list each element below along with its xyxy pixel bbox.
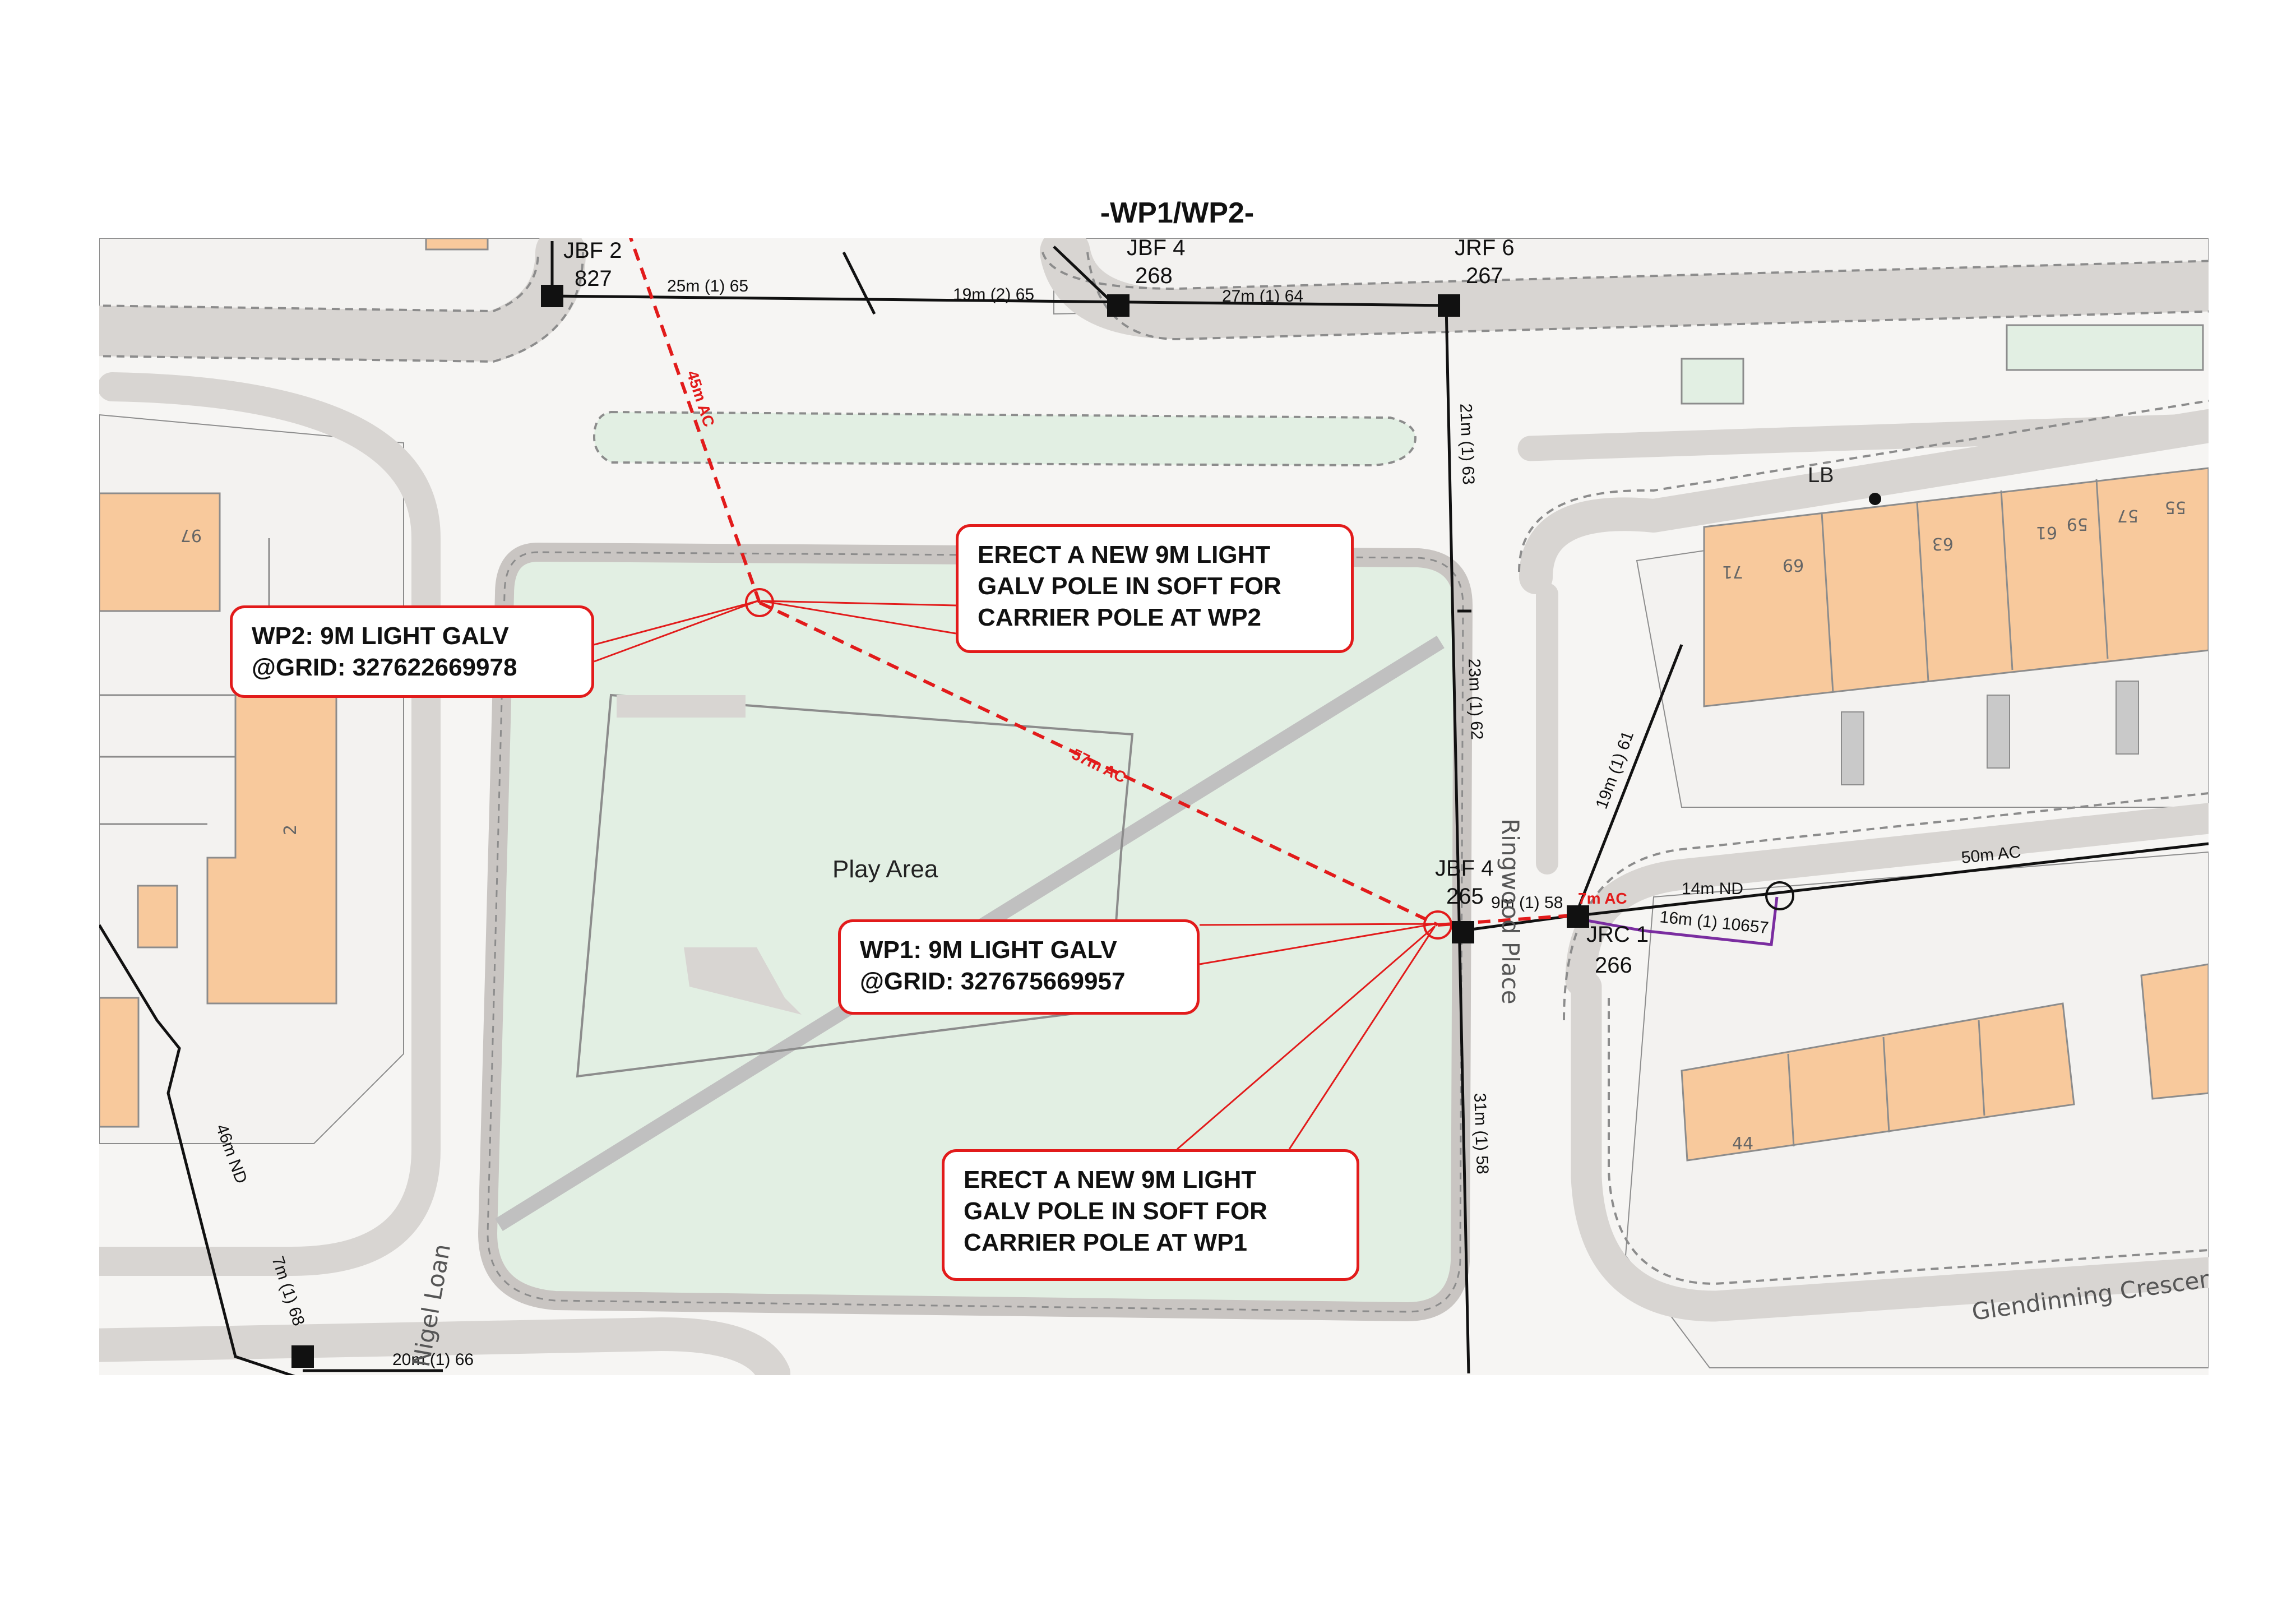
callout-line: @GRID: 327622669978 — [252, 654, 517, 681]
callout-wp1-label: WP1: 9M LIGHT GALV @GRID: 327675669957 — [838, 919, 1200, 1015]
existing-network — [99, 241, 2209, 1375]
callout-line: GALV POLE IN SOFT FOR — [978, 572, 1281, 600]
wp1-proposed-pole-icon[interactable] — [1423, 910, 1452, 940]
house-number: 61 — [2036, 522, 2057, 542]
house-number: 55 — [2165, 497, 2186, 517]
callout-line: ERECT A NEW 9M LIGHT — [964, 1166, 1257, 1193]
pole-label-jbf4-top-number: 268 — [1135, 263, 1173, 288]
proposed-span-label: 7m AC — [1578, 890, 1627, 907]
buildings — [99, 238, 2209, 1162]
wp2-proposed-pole-icon[interactable] — [745, 588, 774, 617]
pole-label-jbf4-wp1-number: 265 — [1446, 884, 1484, 909]
street-ringwood-place: Ringwood Place — [1497, 818, 1524, 1005]
house-number: 71 — [1722, 562, 1743, 581]
play-area-feature — [684, 947, 802, 1015]
pole-jrc1-icon — [1567, 905, 1589, 928]
callout-line: WP1: 9M LIGHT GALV — [860, 936, 1117, 964]
pole-jbf2-icon — [541, 285, 563, 307]
pole-label-jbf2-number: 827 — [575, 266, 612, 291]
play-area-bench — [617, 695, 746, 718]
green-strip — [592, 410, 1417, 467]
lb-label: LB — [1808, 464, 1834, 487]
building-dividers — [99, 479, 2109, 1147]
callout-wp2-label: WP2: 9M LIGHT GALV @GRID: 327622669978 — [230, 605, 594, 698]
callout-line: @GRID: 327675669957 — [860, 968, 1126, 995]
span-label: 31m (1) 58 — [1470, 1093, 1492, 1174]
service-line — [1580, 896, 1779, 946]
play-area-label: Play Area — [832, 855, 938, 883]
pole-label-jrf6-number: 267 — [1466, 263, 1503, 288]
span-label: 23m (1) 62 — [1465, 658, 1486, 740]
span-label: 14m ND — [1682, 880, 1743, 898]
park-edge-dashes — [487, 551, 1464, 1313]
callout-line: ERECT A NEW 9M LIGHT — [978, 541, 1271, 568]
span-label: 21m (1) 63 — [1456, 403, 1478, 485]
house-number: 2 — [281, 825, 300, 835]
pole-label-jrc1-name: JRC 1 — [1586, 922, 1649, 947]
house-number: 63 — [1932, 534, 1954, 553]
span-label: 9m (1) 58 — [1491, 894, 1563, 912]
pole-label-jbf2-name: JBF 2 — [563, 238, 622, 263]
callout-line: CARRIER POLE AT WP2 — [978, 604, 1262, 631]
existing-poles — [291, 285, 1589, 1368]
house-number: 57 — [2117, 506, 2138, 525]
span-label: 20m (1) 66 — [392, 1350, 474, 1369]
driveways — [1841, 681, 2139, 785]
house-number: 44 — [1732, 1134, 1753, 1154]
callout-line: GALV POLE IN SOFT FOR — [964, 1197, 1267, 1225]
house-number: 59 — [2067, 514, 2088, 534]
pole-jbf4-top-icon — [1107, 294, 1130, 317]
callout-line: CARRIER POLE AT WP1 — [964, 1229, 1248, 1256]
pole-label-jbf4-top-name: JBF 4 — [1127, 235, 1185, 260]
house-number: 69 — [1783, 557, 1804, 576]
span-label: 25m (1) 65 — [667, 277, 748, 295]
pole-jrf6-icon — [1438, 294, 1460, 317]
existing-pole-ring-icon — [1765, 881, 1794, 910]
pole-jbf4-wp1-icon — [1452, 921, 1474, 943]
pole-label-jbf4-wp1-name: JBF 4 — [1435, 856, 1493, 881]
lb-marker-icon — [1869, 493, 1881, 505]
pole-label-jrc1-number: 266 — [1595, 953, 1632, 978]
callout-wp1-instruction: ERECT A NEW 9M LIGHT GALV POLE IN SOFT F… — [942, 1149, 1359, 1281]
span-label: 19m (2) 65 — [953, 285, 1034, 304]
house-number: 97 — [180, 525, 202, 545]
callout-wp2-instruction: ERECT A NEW 9M LIGHT GALV POLE IN SOFT F… — [956, 524, 1354, 653]
leader-lines — [594, 600, 1436, 1150]
road-edges — [99, 252, 2209, 1285]
pole-label-jrf6-name: JRF 6 — [1455, 235, 1515, 260]
pole-bottom-left-icon — [291, 1345, 314, 1368]
span-label: 27m (1) 64 — [1222, 287, 1303, 306]
page-title: -WP1/WP2- — [1100, 197, 1255, 229]
callout-line: WP2: 9M LIGHT GALV — [252, 622, 509, 650]
